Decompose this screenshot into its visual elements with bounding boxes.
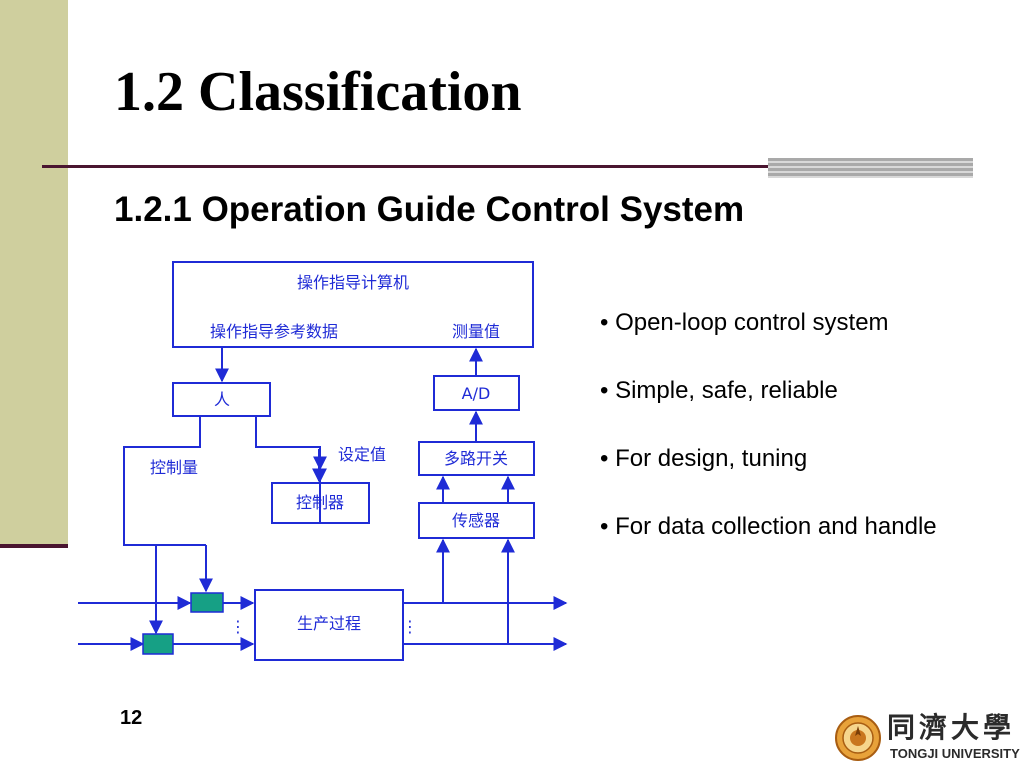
ad-label: A/D <box>462 384 491 403</box>
actuator-2 <box>142 633 174 655</box>
title-rule <box>42 165 768 168</box>
slide-title: 1.2 Classification <box>114 61 522 123</box>
title-grey-bar <box>768 158 973 178</box>
control-block-diagram: 操作指导计算机 操作指导参考数据 测量值 A/D 人 控制量 设定值 多路开关 … <box>78 261 568 661</box>
bullet-item: • For data collection and handle <box>600 513 937 540</box>
bullet-item: • For design, tuning <box>600 445 808 472</box>
page-number: 12 <box>120 707 143 729</box>
sensor-label: 传感器 <box>452 511 500 530</box>
measured-value-label: 测量值 <box>452 322 500 341</box>
left-decorative-band <box>0 0 68 548</box>
university-seal-icon <box>835 715 881 761</box>
process-box <box>254 589 404 661</box>
bullet-item: • Simple, safe, reliable <box>600 377 838 404</box>
setpoint-label: 设定值 <box>338 445 386 464</box>
controller-label: 控制器 <box>296 493 344 512</box>
bullet-list: • Open-loop control system • Simple, saf… <box>600 306 937 578</box>
logo-english-name: TONGJI UNIVERSITY <box>890 746 1020 761</box>
sensor-box <box>418 502 535 539</box>
process-label: 生产过程 <box>297 614 361 633</box>
control-quantity-label: 控制量 <box>150 458 198 477</box>
person-box <box>172 382 271 417</box>
university-logo: 同 濟 大 學 TONGJI UNIVERSITY <box>834 711 1020 764</box>
guide-reference-label: 操作指导参考数据 <box>210 322 338 341</box>
actuator-1 <box>190 592 224 613</box>
bullet-item: • Open-loop control system <box>600 309 889 336</box>
logo-char-4: 學 <box>982 711 1011 744</box>
computer-label: 操作指导计算机 <box>297 273 409 292</box>
logo-char-3: 大 <box>950 711 979 744</box>
slide-subtitle: 1.2.1 Operation Guide Control System <box>114 190 745 229</box>
multiplexer-label: 多路开关 <box>444 449 508 468</box>
computer-box <box>172 261 534 348</box>
left-band-underline <box>0 544 68 548</box>
ellipsis-right: ⋮ <box>402 617 418 636</box>
logo-char-1: 同 <box>886 711 915 744</box>
person-label: 人 <box>214 390 230 409</box>
logo-char-2: 濟 <box>918 711 947 744</box>
ellipsis-left: ⋮ <box>230 617 246 636</box>
